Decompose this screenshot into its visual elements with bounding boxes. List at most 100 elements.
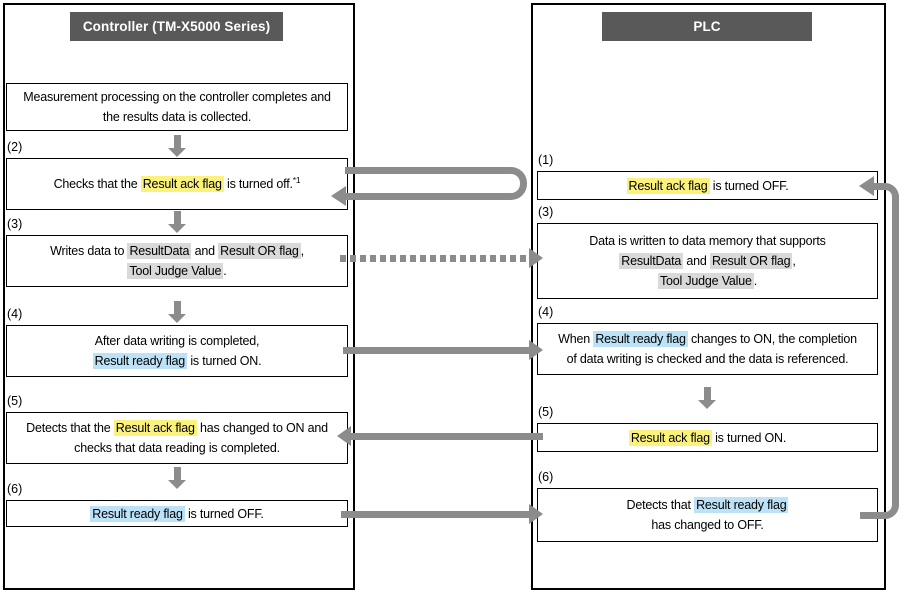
highlight-gray: ResultData (619, 253, 684, 269)
flow-arrow-right-icon (529, 504, 543, 524)
text-line: Result ack flag is turned ON. (628, 428, 786, 448)
text-segment: . (753, 274, 758, 288)
flow-arrow-right-icon (529, 248, 543, 268)
text-line: Checks that the Result ack flag is turne… (54, 174, 301, 194)
controller-step-3: Writes data to ResultData and Result OR … (6, 235, 348, 287)
text-line: When Result ready flag changes to ON, th… (558, 329, 857, 349)
text-segment: After data writing is completed, (94, 334, 260, 348)
text-segment: has changed to OFF. (651, 518, 764, 532)
highlight-blue: Result ready flag (92, 353, 188, 369)
text-segment: has changed to ON and (196, 421, 328, 435)
arrow-result-ack-on (337, 426, 543, 447)
highlight-yellow: Result ack flag (628, 429, 712, 446)
text-line: has changed to OFF. (651, 515, 763, 535)
plc-panel-title: PLC (602, 12, 812, 41)
text-line: After data writing is completed, (95, 331, 260, 351)
step-number-label: (2) (7, 140, 23, 154)
highlight-yellow: Result ack flag (140, 176, 224, 192)
step-number-label: (1) (538, 153, 554, 167)
text-segment: is turned ON. (187, 354, 262, 368)
arrow-result-ready-on (343, 340, 543, 361)
text-line: Tool Judge Value. (657, 271, 758, 291)
text-segment: is turned OFF. (709, 178, 789, 193)
step-number-label: (5) (538, 405, 554, 419)
down-arrow-icon (168, 301, 187, 323)
plc-step-5: Result ack flag is turned ON. (537, 423, 878, 452)
dashed-arrow-data-write (340, 248, 543, 269)
highlight-yellow: Result ack flag (113, 420, 197, 436)
u-turn-arrow-check-result-ack (345, 167, 527, 200)
text-line: Tool Judge Value. (127, 261, 227, 281)
step-number-label: (6) (7, 482, 23, 496)
text-line: Writes data to ResultData and Result OR … (50, 241, 304, 261)
text-line: Result ready flag is turned ON. (92, 351, 262, 371)
highlight-gray: Result OR flag (218, 243, 301, 259)
loop-return-arrow-stub (860, 512, 876, 519)
text-line: the results data is collected. (103, 107, 251, 127)
controller-step-2: Checks that the Result ack flag is turne… (6, 158, 348, 210)
text-segment: Detects that (626, 498, 695, 512)
text-segment: checks that data reading is completed. (74, 441, 280, 455)
controller-step-4: After data writing is completed, Result r… (6, 325, 348, 377)
footnote-marker: *1 (292, 174, 301, 185)
plc-step-3: Data is written to data memory that supp… (537, 223, 878, 299)
highlight-blue: Result ready flag (90, 505, 185, 522)
flow-arrow-left-icon (331, 186, 346, 206)
arrow-result-ready-off (341, 504, 543, 525)
step-number-label: (5) (7, 394, 23, 408)
arrow-stem (343, 347, 530, 354)
step-number-label: (4) (7, 307, 23, 321)
controller-step-5: Detects that the Result ack flag has cha… (6, 412, 348, 464)
text-segment: and (191, 244, 219, 258)
text-segment: Data is written to data memory that supp… (589, 234, 826, 248)
text-segment: of data writing is checked and the data … (566, 352, 849, 366)
text-segment: . (223, 264, 227, 278)
flow-arrow-left-icon (859, 176, 874, 196)
text-segment: When (558, 332, 594, 346)
text-segment: is turned OFF. (184, 506, 264, 521)
text-line: Detects that Result ready flag (627, 495, 789, 515)
arrow-stem (350, 433, 543, 440)
text-segment: is turned off. (223, 177, 293, 191)
text-line: Measurement processing on the controller… (23, 87, 331, 107)
highlight-gray: Result OR flag (709, 253, 793, 269)
text-segment: Measurement processing on the controller… (23, 90, 331, 104)
down-arrow-icon (168, 467, 187, 489)
controller-panel-title: Controller (TM-X5000 Series) (70, 12, 283, 41)
text-segment: , (300, 244, 305, 258)
text-segment: and (683, 254, 710, 268)
text-line: Result ready flag is turned OFF. (90, 504, 264, 524)
text-line: of data writing is checked and the data … (567, 349, 849, 369)
step-number-label: (3) (7, 217, 23, 231)
text-line: Detects that the Result ack flag has cha… (26, 418, 328, 438)
down-arrow-icon (168, 135, 187, 157)
arrow-stem (340, 255, 530, 262)
text-segment: Detects that the (26, 421, 114, 435)
plc-step-1: Result ack flag is turned OFF. (537, 171, 878, 200)
highlight-gray: Tool Judge Value (127, 263, 224, 279)
text-line: checks that data reading is completed. (74, 438, 280, 458)
text-segment: Writes data to (50, 244, 128, 258)
text-segment: Checks that the (53, 177, 141, 191)
plc-step-6: Detects that Result ready flag has change… (537, 488, 878, 542)
text-segment: changes to ON, the completion (687, 332, 857, 346)
text-line: Data is written to data memory that supp… (589, 231, 826, 251)
flow-arrow-left-icon (337, 426, 351, 446)
text-line: ResultData and Result OR flag, (619, 251, 796, 271)
highlight-blue: Result ready flag (694, 497, 789, 513)
step-number-label: (3) (538, 205, 554, 219)
plc-step-4: When Result ready flag changes to ON, th… (537, 323, 878, 375)
controller-step-intro: Measurement processing on the controller… (6, 83, 348, 131)
down-arrow-icon (698, 387, 717, 409)
flow-arrow-right-icon (529, 340, 543, 360)
controller-step-6: Result ready flag is turned OFF. (6, 500, 348, 527)
step-number-label: (6) (538, 470, 554, 484)
step-number-label: (4) (538, 305, 554, 319)
loop-return-arrow (874, 183, 899, 519)
arrow-stem (341, 511, 530, 518)
highlight-gray: ResultData (127, 243, 192, 259)
highlight-blue: Result ready flag (593, 331, 688, 347)
highlight-yellow: Result ack flag (626, 177, 710, 194)
highlight-gray: Tool Judge Value (657, 273, 754, 289)
